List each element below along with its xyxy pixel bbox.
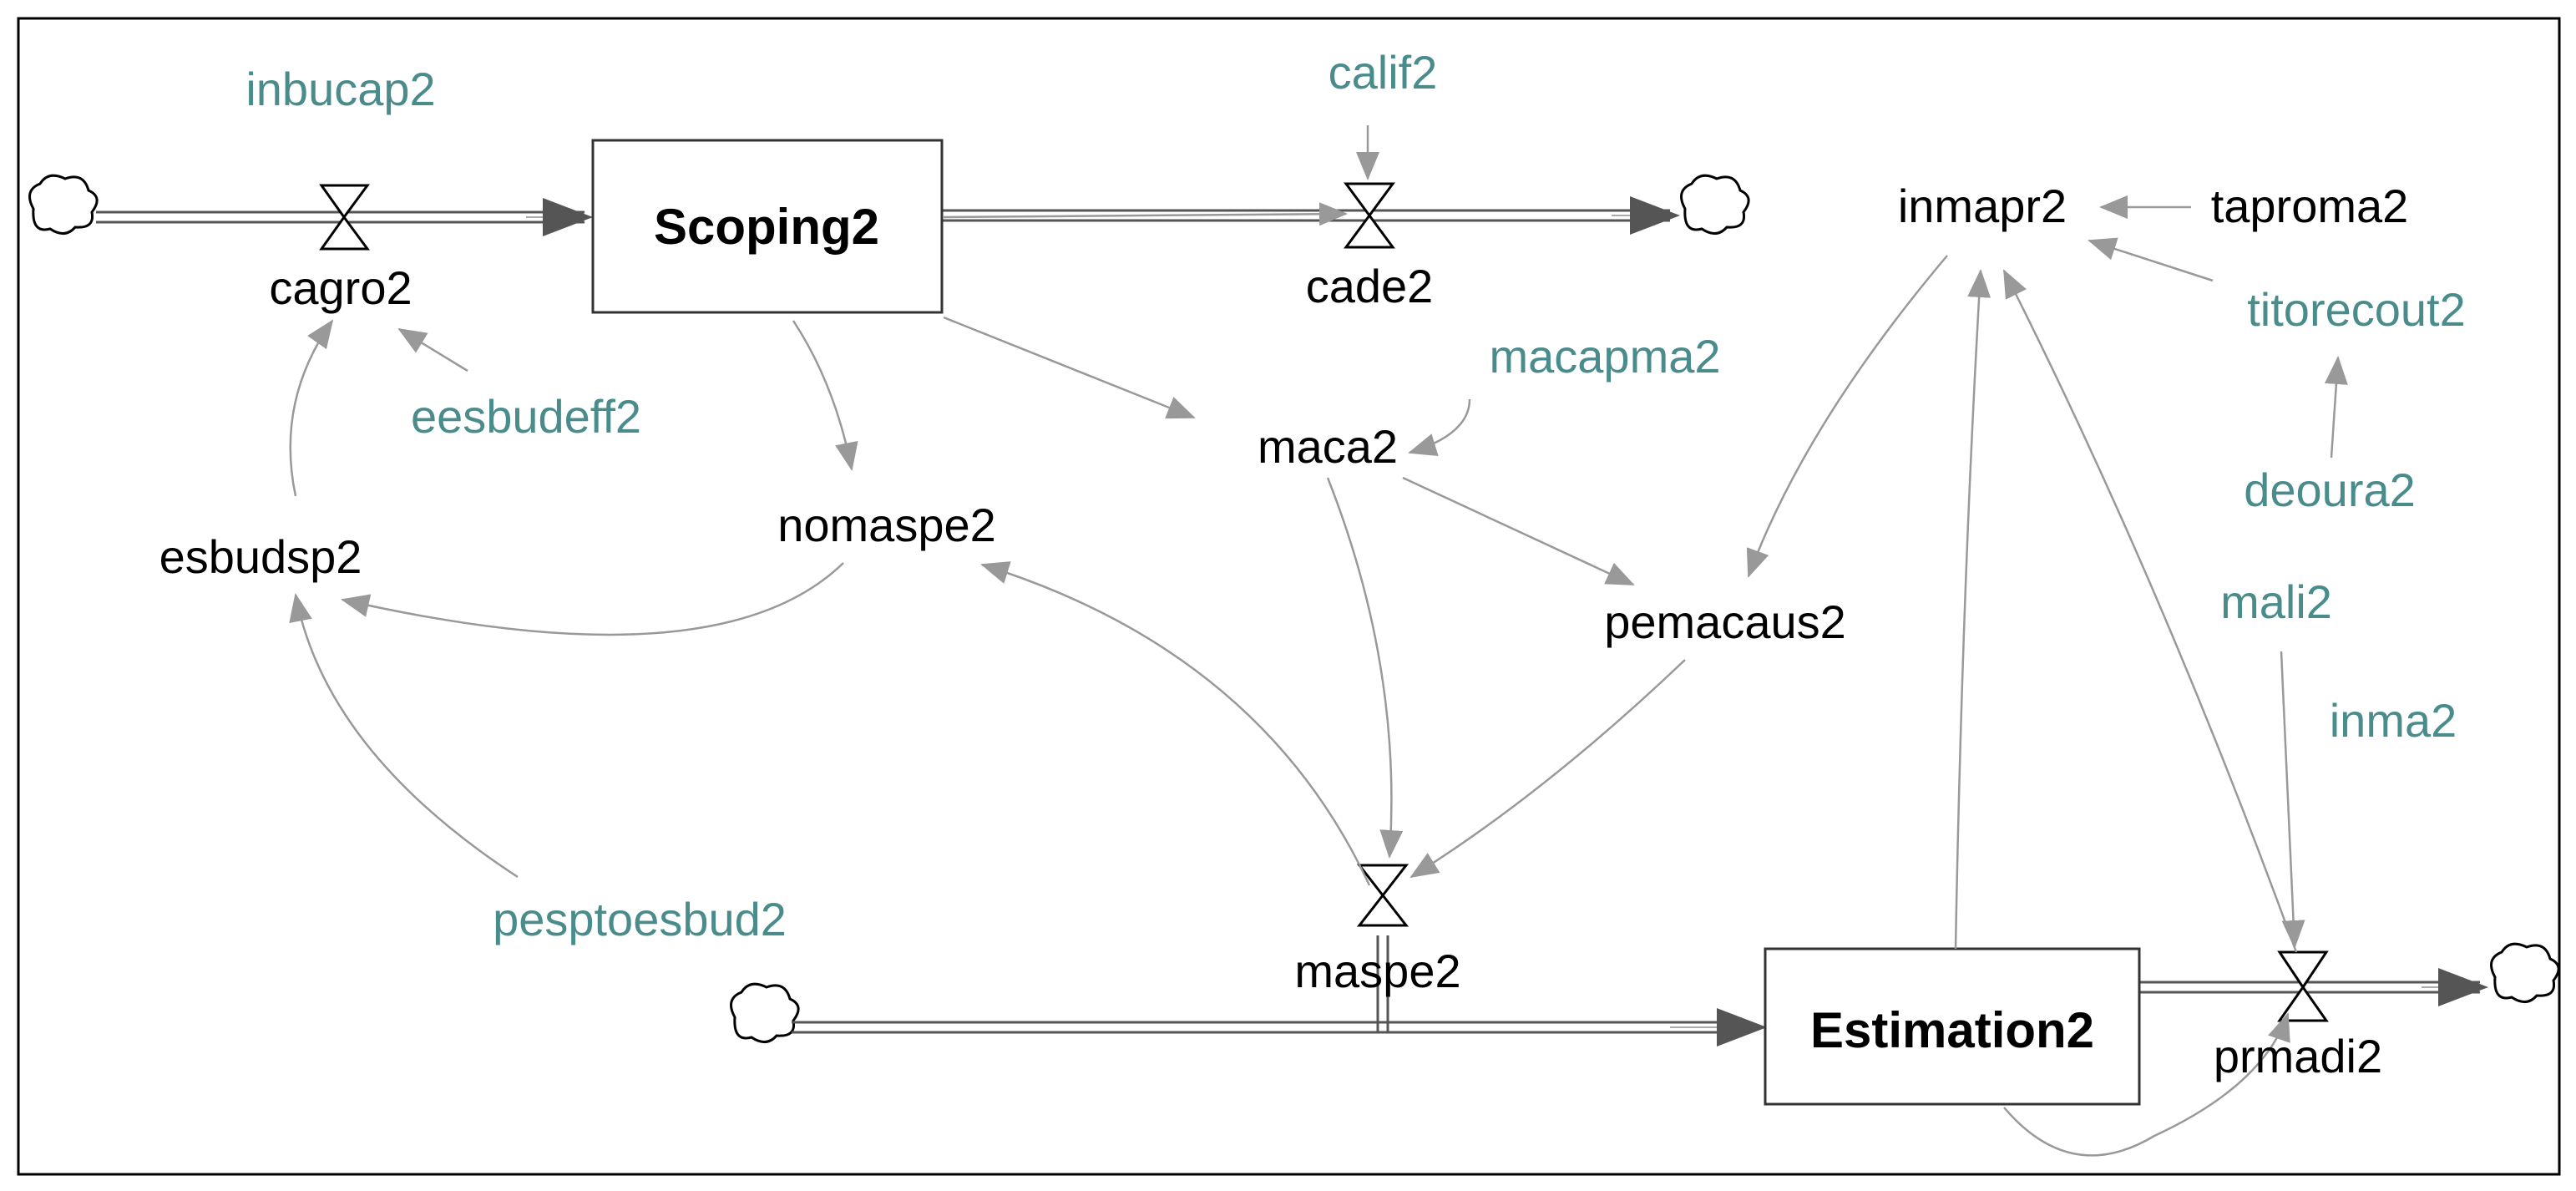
stock-box-estimation[interactable] [1764, 947, 2141, 1106]
constant-label-calif: calif2 [1328, 46, 1438, 99]
diagram-border [17, 17, 2561, 1176]
constant-label-mali: mali2 [2220, 575, 2332, 628]
flow-label-prmadi: prmadi2 [2214, 1030, 2382, 1082]
valve-icon [1344, 182, 1395, 249]
constant-label-pesptoesbud: pesptoesbud2 [493, 893, 787, 945]
constant-label-inbucap: inbucap2 [245, 63, 435, 115]
flow-pipe-maspe [792, 935, 1767, 1047]
constant-label-macapma: macapma2 [1489, 330, 1720, 383]
flow-pipe-prmadi [2139, 968, 2488, 1006]
valve-icon [1356, 864, 1409, 927]
cloud-icon [28, 174, 99, 235]
variable-label-esbudsp: esbudsp2 [159, 530, 362, 583]
stock-box-scoping[interactable] [591, 139, 944, 314]
constant-label-titorecout: titorecout2 [2247, 283, 2466, 336]
valve-icon [319, 184, 370, 251]
cloud-icon [1680, 174, 1750, 235]
cloud-icon [730, 982, 800, 1043]
variable-label-taproma: taproma2 [2211, 180, 2409, 232]
flow-label-maspe: maspe2 [1294, 945, 1460, 997]
variable-label-pemacaus: pemacaus2 [1604, 596, 1846, 648]
variable-label-inmapr: inmapr2 [1898, 180, 2067, 232]
flow-label-cade: cade2 [1306, 260, 1434, 312]
cloud-icon [2490, 942, 2560, 1003]
constant-label-deoura: deoura2 [2244, 464, 2416, 516]
variable-label-nomaspe: nomaspe2 [777, 499, 996, 551]
stock-label-estimation: Estimation2 [1810, 1002, 2094, 1058]
constant-label-inma: inma2 [2330, 694, 2457, 747]
variable-label-maca: maca2 [1258, 420, 1398, 473]
causal-links [289, 125, 2348, 1157]
flow-label-cagro: cagro2 [269, 261, 412, 314]
constant-label-eesbudeff: eesbudeff2 [411, 390, 641, 443]
flow-pipe-cade [942, 196, 1680, 235]
stock-label-scoping: Scoping2 [654, 199, 879, 255]
valve-icon [2277, 950, 2329, 1022]
